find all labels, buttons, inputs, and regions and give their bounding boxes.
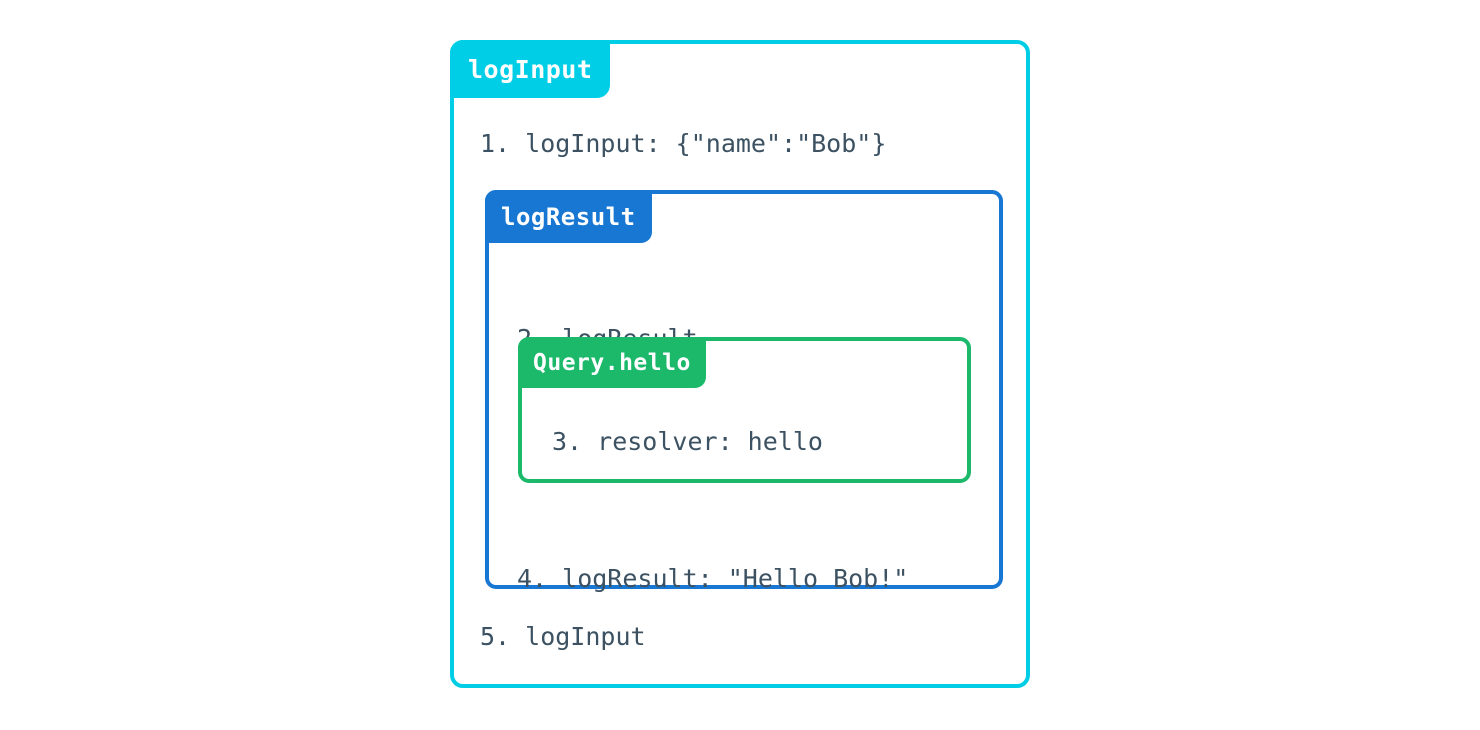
scope-box-query-hello: Query.hello 3. resolver: hello — [518, 337, 971, 483]
scope-label-log-input: logInput — [450, 40, 611, 98]
trace-line-step-5: 5. logInput — [480, 622, 646, 651]
trace-line-step-3: 3. resolver: hello — [552, 427, 823, 456]
scope-box-log-input: logInput 1. logInput: {"name":"Bob"} log… — [450, 40, 1030, 688]
trace-line-step-1: 1. logInput: {"name":"Bob"} — [480, 129, 887, 158]
scope-label-log-result: logResult — [485, 190, 652, 243]
scope-box-log-result: logResult 2. logResult Query.hello 3. re… — [485, 190, 1003, 593]
trace-line-step-4: 4. logResult: "Hello Bob!" — [517, 564, 909, 593]
scope-label-query-hello: Query.hello — [518, 337, 706, 388]
